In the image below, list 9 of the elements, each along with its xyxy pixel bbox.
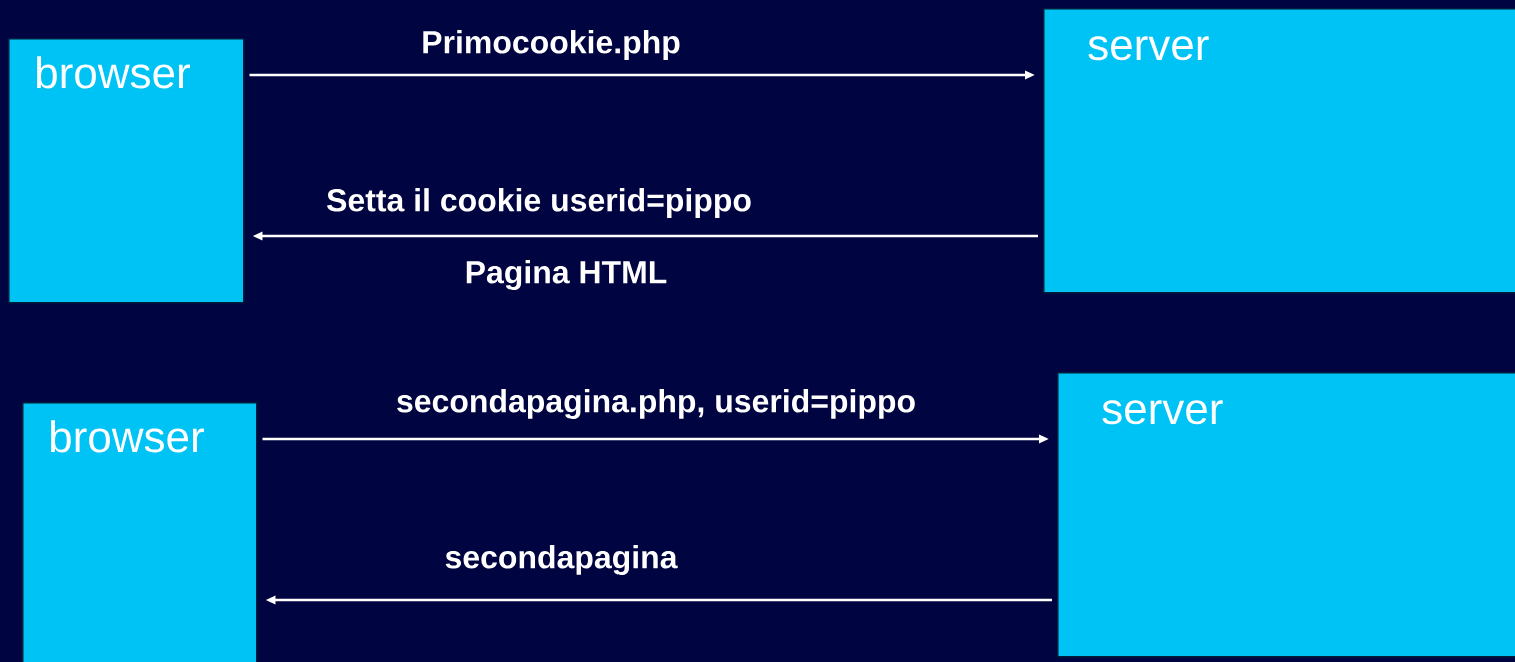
edge-label: Primocookie.php	[420, 29, 682, 61]
edge-label: Setta il cookie userid=pippo	[325, 187, 753, 219]
server-box: server	[1057, 372, 1515, 658]
caption-text: Pagina HTML	[466, 260, 667, 290]
edge-label: secondapagina.php, userid=pippo	[395, 388, 918, 420]
server-box: server	[1043, 8, 1515, 294]
browser-box: browser	[22, 402, 258, 662]
edge-label: secondapagina	[443, 544, 679, 576]
browser-box: browser	[8, 38, 245, 304]
